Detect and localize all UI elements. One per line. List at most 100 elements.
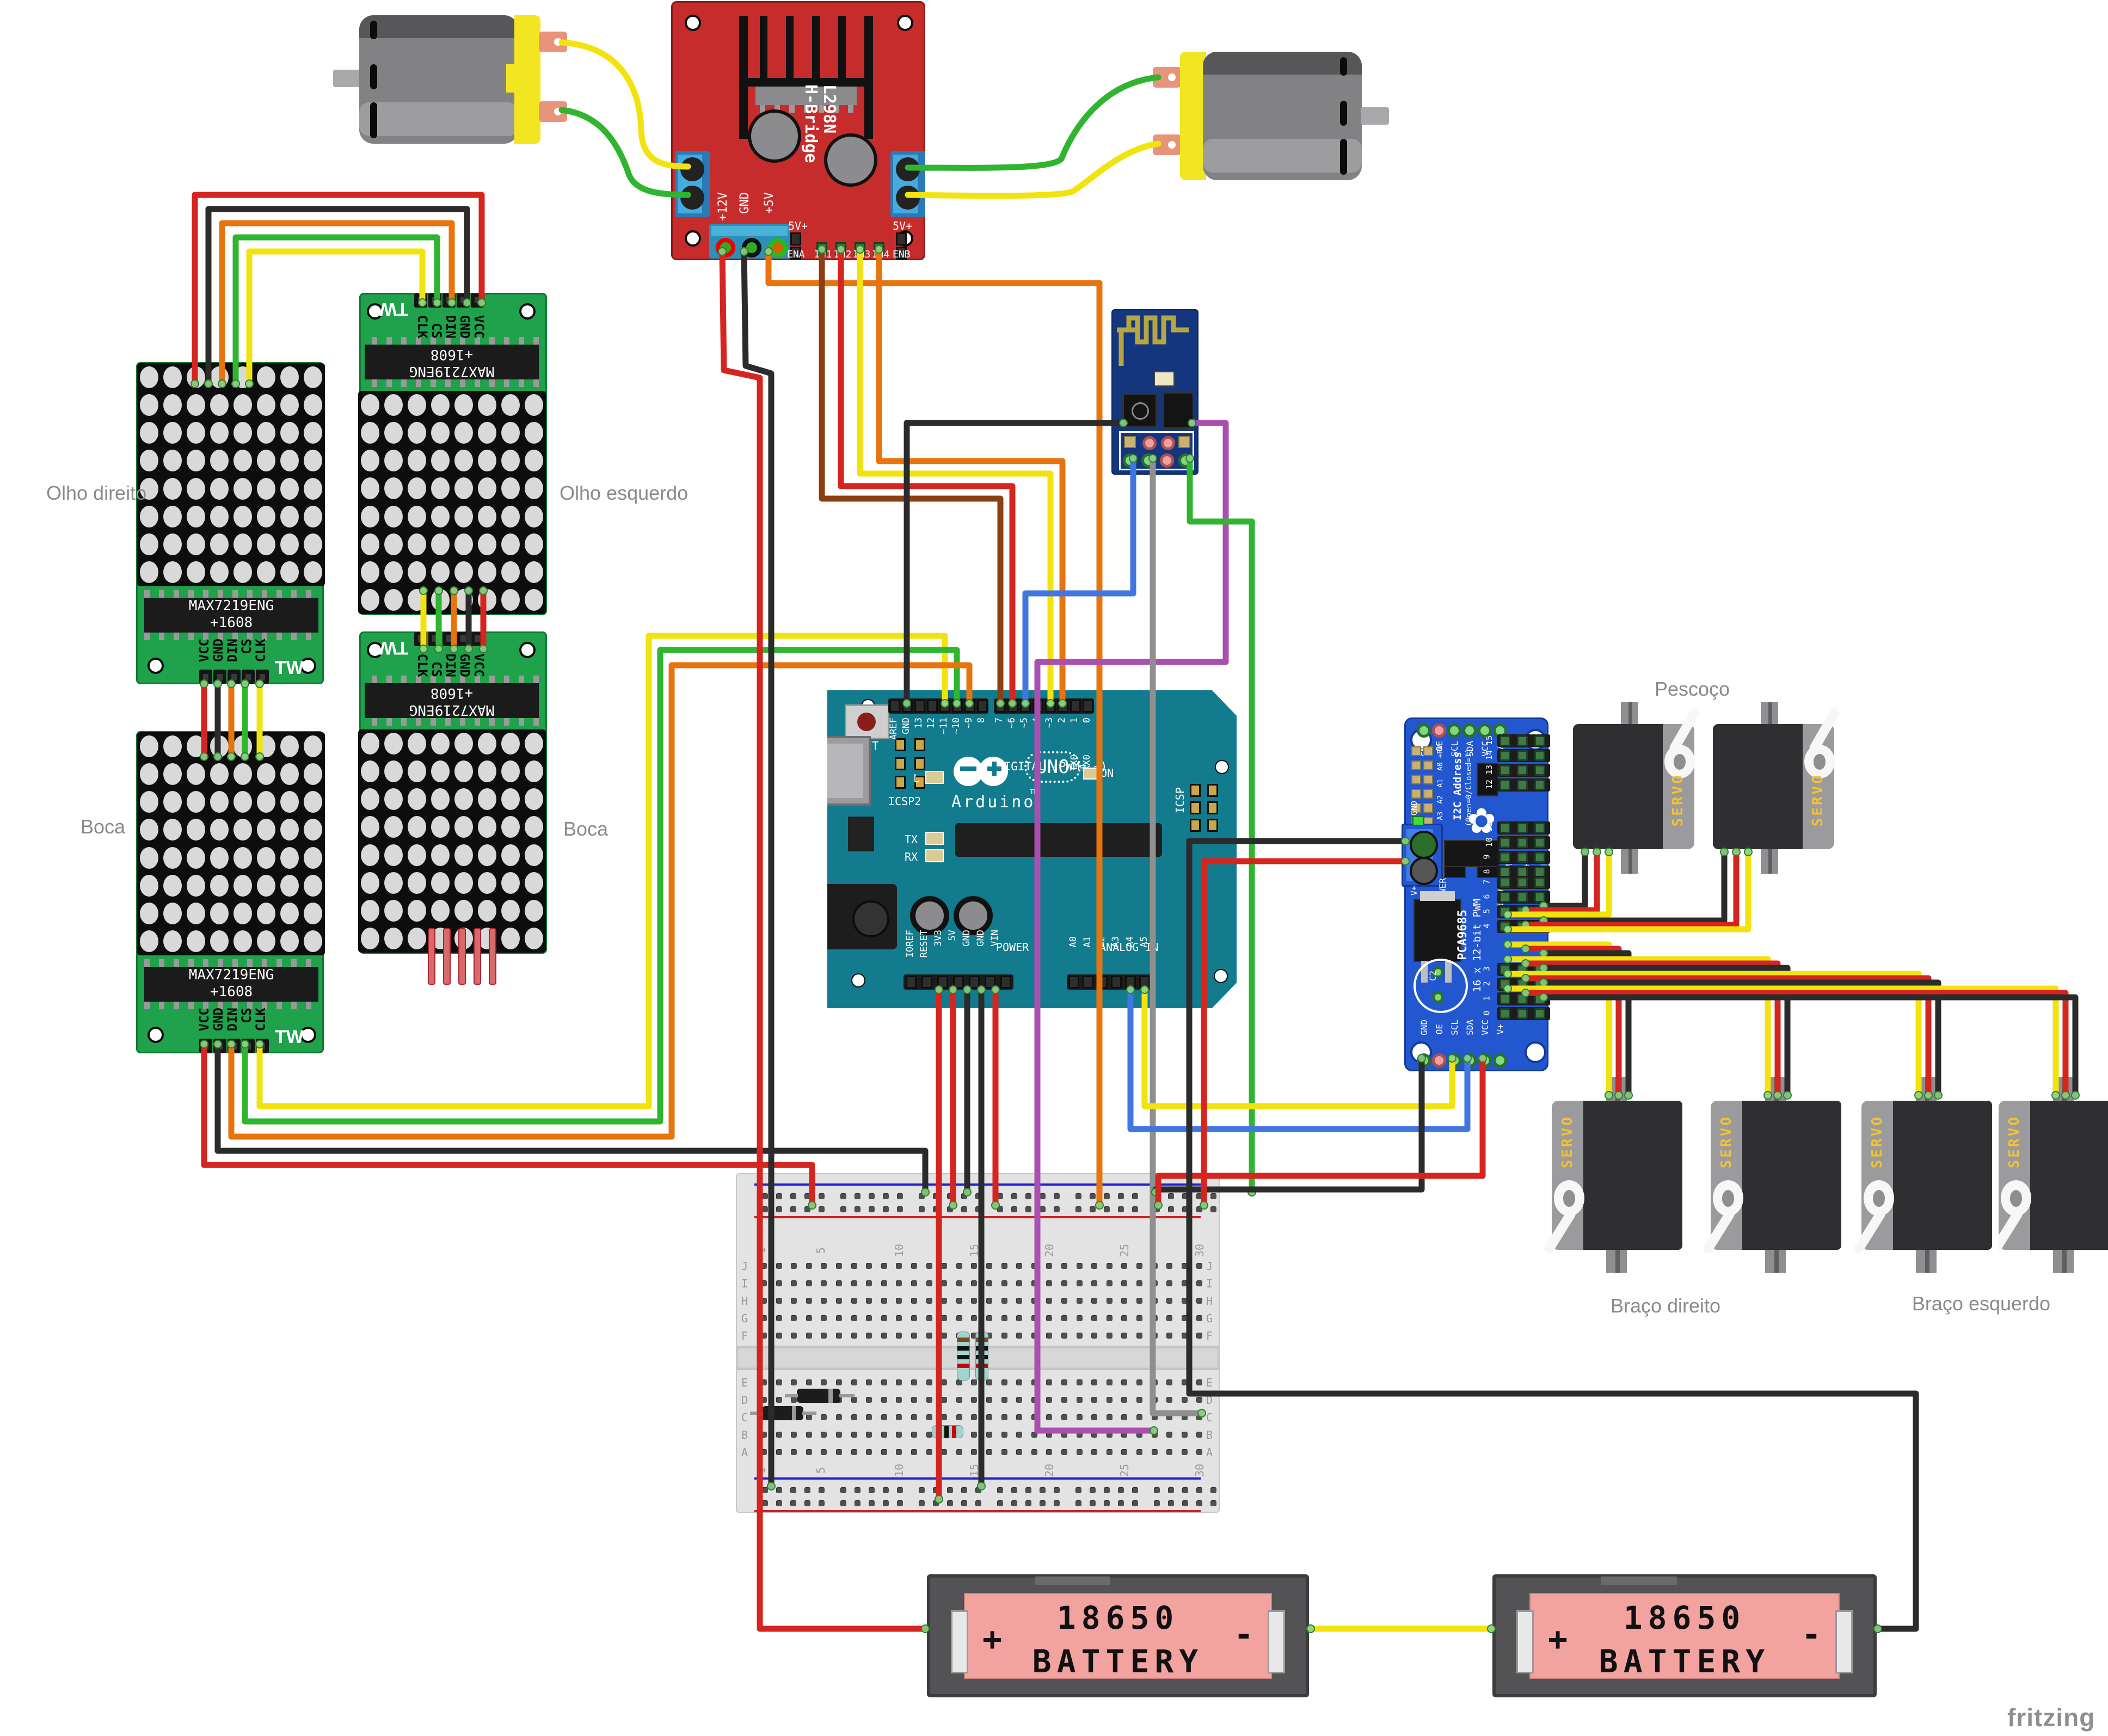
- breadboard-hole[interactable]: [866, 1379, 872, 1385]
- breadboard-hole[interactable]: [1025, 1487, 1031, 1493]
- breadboard-hole[interactable]: [1196, 1263, 1203, 1269]
- breadboard-hole[interactable]: [1181, 1263, 1188, 1269]
- breadboard-hole[interactable]: [1166, 1333, 1173, 1339]
- breadboard-hole[interactable]: [1104, 1206, 1110, 1212]
- breadboard-hole[interactable]: [956, 1397, 962, 1403]
- breadboard-hole[interactable]: [1154, 1193, 1160, 1199]
- channel-row-12[interactable]: 12: [1484, 778, 1550, 792]
- breadboard-hole[interactable]: [1132, 1206, 1138, 1212]
- breadboard-hole[interactable]: [836, 1414, 842, 1420]
- breadboard-hole[interactable]: [961, 1206, 967, 1212]
- breadboard-hole[interactable]: [821, 1315, 827, 1321]
- breadboard-hole[interactable]: [1046, 1263, 1053, 1269]
- breadboard-hole[interactable]: [1090, 1500, 1096, 1506]
- breadboard-hole[interactable]: [961, 1193, 967, 1199]
- breadboard-hole[interactable]: [941, 1449, 948, 1455]
- header-slot[interactable]: [471, 632, 484, 646]
- breadboard-hole[interactable]: [1166, 1263, 1173, 1269]
- motor-a-terminal[interactable]: [675, 151, 710, 217]
- breadboard-hole[interactable]: [1106, 1449, 1113, 1455]
- breadboard-hole[interactable]: [761, 1432, 767, 1438]
- breadboard-hole[interactable]: [926, 1449, 932, 1455]
- breadboard-hole[interactable]: [1090, 1206, 1096, 1212]
- breadboard-hole[interactable]: [1136, 1432, 1142, 1438]
- breadboard-hole[interactable]: [1016, 1263, 1023, 1269]
- breadboard-hole[interactable]: [997, 1500, 1003, 1506]
- breadboard-hole[interactable]: [1054, 1206, 1060, 1212]
- breadboard-hole[interactable]: [1154, 1206, 1160, 1212]
- battery-holder-2[interactable]: + - 18650 BATTERY: [1492, 1574, 1877, 1697]
- header-slot[interactable]: [199, 1039, 212, 1053]
- breadboard-hole[interactable]: [1031, 1379, 1037, 1385]
- breadboard-hole[interactable]: [881, 1315, 887, 1321]
- breadboard-hole[interactable]: [1166, 1449, 1173, 1455]
- breadboard-hole[interactable]: [919, 1206, 925, 1212]
- servo-pescoco-2[interactable]: SERVO: [1713, 702, 1841, 874]
- breadboard-hole[interactable]: [851, 1449, 857, 1455]
- breadboard-hole[interactable]: [997, 1193, 1003, 1199]
- header-slot[interactable]: [428, 293, 441, 308]
- breadboard-hole[interactable]: [851, 1333, 857, 1339]
- breadboard-hole[interactable]: [1196, 1280, 1203, 1286]
- header-slot[interactable]: [199, 670, 212, 684]
- usb-port[interactable]: [827, 736, 871, 806]
- breadboard-hole[interactable]: [1016, 1298, 1023, 1304]
- breadboard-hole[interactable]: [941, 1315, 948, 1321]
- l298n-board[interactable]: L298N H-Bridge +12V GND +5V 5V+ 5V+ ENA: [671, 1, 925, 260]
- diode[interactable]: [762, 1406, 803, 1420]
- breadboard-hole[interactable]: [1136, 1298, 1142, 1304]
- breadboard-hole[interactable]: [1011, 1500, 1017, 1506]
- breadboard-hole[interactable]: [1016, 1379, 1023, 1385]
- breadboard-hole[interactable]: [1091, 1449, 1098, 1455]
- breadboard-hole[interactable]: [790, 1206, 796, 1212]
- breadboard-hole[interactable]: [806, 1333, 812, 1339]
- breadboard-hole[interactable]: [1196, 1315, 1203, 1321]
- resistor[interactable]: [975, 1332, 988, 1381]
- breadboard-hole[interactable]: [1061, 1432, 1067, 1438]
- pin-vcc[interactable]: [1478, 1053, 1492, 1068]
- breadboard-hole[interactable]: [919, 1487, 925, 1493]
- icsp-pin[interactable]: [1190, 819, 1201, 832]
- wire-in3[interactable]: [857, 246, 1054, 707]
- breadboard-hole[interactable]: [956, 1298, 962, 1304]
- breadboard-hole[interactable]: [1168, 1193, 1174, 1199]
- channel-pad[interactable]: [1499, 964, 1510, 975]
- icsp-pin[interactable]: [895, 738, 906, 751]
- servo-braco-direito-1[interactable]: SERVO: [1542, 1077, 1682, 1273]
- wire-arm2-red[interactable]: [1522, 960, 1781, 1099]
- channel-row-6[interactable]: 6: [1482, 891, 1550, 904]
- wire-motorR-yellow[interactable]: [905, 140, 1161, 199]
- breadboard-hole[interactable]: [975, 1500, 981, 1506]
- breadboard-hole[interactable]: [933, 1500, 939, 1506]
- pin-slot[interactable]: [1032, 700, 1043, 713]
- breadboard-hole[interactable]: [836, 1379, 842, 1385]
- pin-sda[interactable]: [1462, 723, 1477, 738]
- breadboard-hole[interactable]: [869, 1206, 875, 1212]
- pin-tx[interactable]: [1123, 453, 1137, 468]
- breadboard-hole[interactable]: [1166, 1379, 1173, 1385]
- breadboard-hole[interactable]: [866, 1315, 872, 1321]
- channel-pad[interactable]: [1517, 750, 1528, 761]
- breadboard-hole[interactable]: [919, 1500, 925, 1506]
- breadboard-hole[interactable]: [866, 1432, 872, 1438]
- breadboard-hole[interactable]: [1076, 1414, 1083, 1420]
- breadboard-hole[interactable]: [1121, 1432, 1128, 1438]
- breadboard-hole[interactable]: [836, 1263, 842, 1269]
- channel-pad[interactable]: [1499, 906, 1510, 917]
- breadboard-hole[interactable]: [881, 1397, 887, 1403]
- icsp-pin[interactable]: [895, 776, 906, 789]
- breadboard-hole[interactable]: [933, 1487, 939, 1493]
- pin-gnd[interactable]: [1417, 723, 1431, 738]
- breadboard-hole[interactable]: [926, 1298, 932, 1304]
- channel-pad[interactable]: [1499, 993, 1510, 1004]
- breadboard-hole[interactable]: [1061, 1315, 1067, 1321]
- breadboard-hole[interactable]: [919, 1193, 925, 1199]
- breadboard-hole[interactable]: [1054, 1193, 1060, 1199]
- pin-ch-pd[interactable]: [1141, 453, 1156, 468]
- breadboard-hole[interactable]: [941, 1379, 948, 1385]
- breadboard-hole[interactable]: [947, 1487, 953, 1493]
- breadboard-hole[interactable]: [1151, 1315, 1158, 1321]
- wire-in2[interactable]: [838, 246, 1016, 707]
- channel-pad[interactable]: [1534, 921, 1545, 932]
- breadboard-hole[interactable]: [911, 1379, 917, 1385]
